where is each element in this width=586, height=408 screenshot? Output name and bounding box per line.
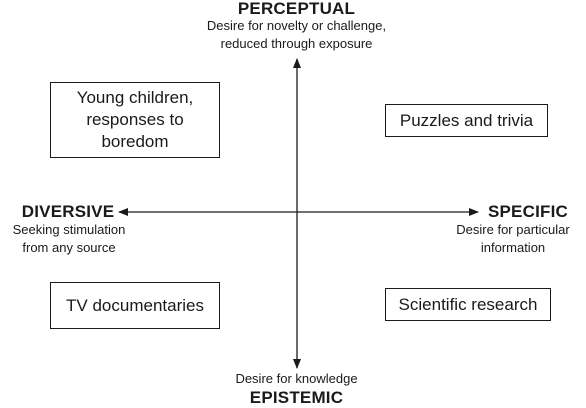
axis-title-epistemic: EPISTEMIC bbox=[249, 388, 344, 407]
quadrant-label-bottom-right: Scientific research bbox=[398, 294, 538, 314]
axis-desc-diversive-line2: from any source bbox=[22, 240, 116, 255]
axis-desc-epistemic: Desire for knowledge bbox=[235, 371, 358, 386]
axis-title-specific: SPECIFIC bbox=[487, 202, 568, 221]
quadrant-box-bottom-left: TV documentaries bbox=[50, 282, 220, 329]
axis-desc-diversive-line1: Seeking stimulation bbox=[12, 222, 126, 237]
quadrant-box-top-right: Puzzles and trivia bbox=[385, 104, 548, 137]
quadrant-label-top-left: Young children, responses to boredom bbox=[76, 88, 194, 151]
axis-title-perceptual: PERCEPTUAL bbox=[237, 0, 356, 18]
quadrant-box-bottom-right: Scientific research bbox=[385, 288, 551, 321]
axis-desc-perceptual-line1: Desire for novelty or challenge, bbox=[206, 18, 387, 33]
axis-desc-specific-line2: information bbox=[480, 240, 546, 255]
axis-desc-perceptual-line2: reduced through exposure bbox=[220, 36, 373, 51]
axis-title-diversive: DIVERSIVE bbox=[21, 202, 115, 221]
axis-desc-specific-line1: Desire for particular bbox=[456, 222, 570, 237]
quadrant-label-bottom-left: TV documentaries bbox=[66, 295, 204, 315]
quadrant-label-top-right: Puzzles and trivia bbox=[399, 110, 534, 130]
quadrant-box-top-left: Young children, responses to boredom bbox=[50, 82, 220, 158]
